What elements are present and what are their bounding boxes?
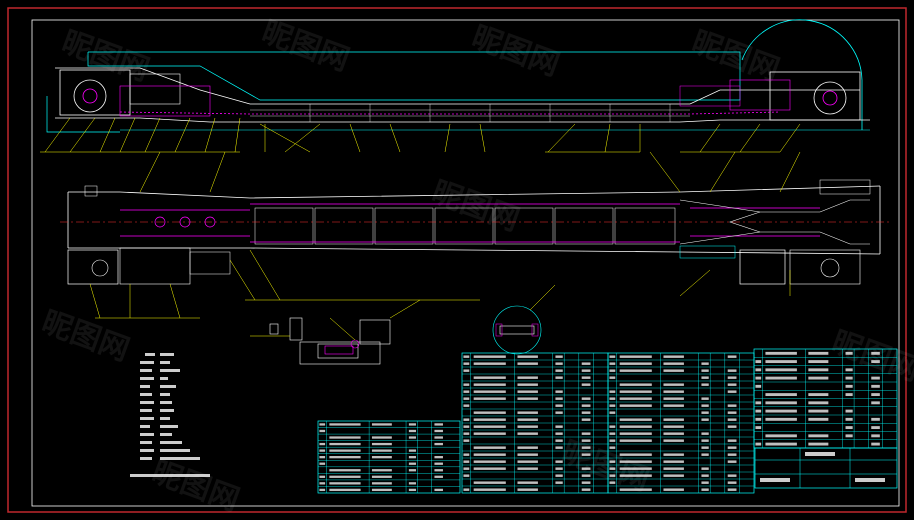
outer-frame: [7, 7, 907, 513]
side-elevation-view: [40, 19, 870, 153]
svg-text:昵图网: 昵图网: [147, 455, 244, 519]
bom-table-mid-2: [607, 352, 755, 494]
svg-text:昵图网: 昵图网: [687, 25, 784, 89]
svg-text:昵图网: 昵图网: [467, 20, 564, 84]
inner-frame: [31, 19, 900, 507]
svg-text:昵图网: 昵图网: [37, 305, 134, 369]
bom-table-left: [317, 420, 461, 494]
svg-text:昵图网: 昵图网: [827, 325, 914, 389]
bom-table-mid-1: [461, 352, 609, 494]
section-details: [250, 284, 556, 365]
technical-notes: [130, 353, 210, 477]
bom-table-right: [753, 348, 898, 449]
svg-text:昵图网: 昵图网: [57, 25, 154, 89]
svg-text:昵图网: 昵图网: [257, 15, 354, 79]
svg-text:昵图网: 昵图网: [427, 175, 524, 239]
title-block: [754, 447, 898, 489]
bom-tables: [317, 348, 898, 494]
plan-view: [60, 151, 890, 319]
